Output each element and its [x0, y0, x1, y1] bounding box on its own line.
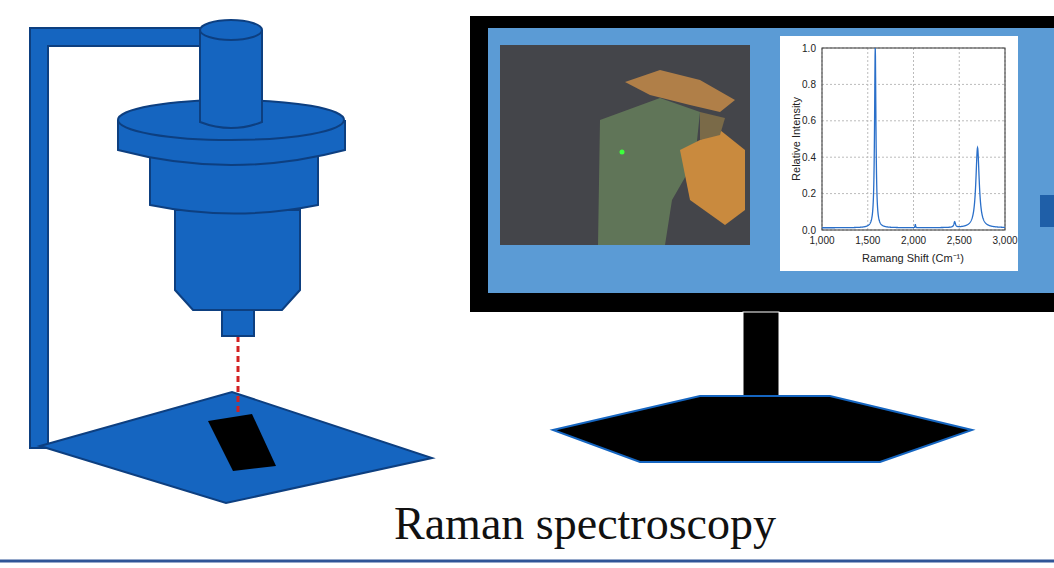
- flake: [700, 112, 725, 140]
- laser-spot: [620, 150, 625, 155]
- tick-label: 0.4: [802, 152, 816, 163]
- monitor-base: [553, 396, 972, 462]
- tick-label: 1.0: [802, 43, 816, 54]
- sample: [208, 414, 276, 471]
- monitor-frame: [470, 16, 1054, 312]
- grid-line: [867, 48, 868, 230]
- grid-line: [822, 157, 1005, 158]
- tick-label: 1,500: [855, 235, 880, 246]
- spectrum-line: [822, 48, 1005, 228]
- axis-title: Relative Intensity: [790, 97, 802, 181]
- tick-label: 0.8: [802, 79, 816, 90]
- chart: [822, 48, 1005, 230]
- bottom-rule: [0, 560, 1054, 563]
- chart-panel: [780, 36, 1018, 271]
- grid-line: [822, 193, 1005, 194]
- tick-label: 0.0: [802, 225, 816, 236]
- cable: [1040, 195, 1054, 227]
- tick-label: 1,000: [809, 235, 834, 246]
- tick-label: 2,000: [901, 235, 926, 246]
- flake: [680, 130, 745, 225]
- objective-nozzle: [222, 310, 254, 336]
- plot-frame: [822, 48, 1005, 230]
- eyepiece-top: [200, 20, 262, 40]
- monitor-neck: [743, 312, 779, 396]
- grid-line: [959, 48, 960, 230]
- tick-label: 0.2: [802, 188, 816, 199]
- microscope-stage: [40, 392, 432, 503]
- grid-line: [822, 84, 1005, 85]
- flake: [625, 70, 735, 112]
- title: Raman spectroscopy: [394, 497, 776, 550]
- axis-title: Ramang Shift (Cm⁻¹): [862, 250, 964, 265]
- tick-label: 2,500: [947, 235, 972, 246]
- micrograph: [500, 45, 750, 245]
- eyepiece: [200, 30, 262, 128]
- laser-beam: [237, 336, 240, 412]
- grid-line: [913, 48, 914, 230]
- tick-label: 0.6: [802, 115, 816, 126]
- objective: [175, 210, 300, 310]
- grid-line: [822, 120, 1005, 121]
- monitor-screen: [488, 28, 1054, 293]
- tick-label: 3,000: [992, 235, 1017, 246]
